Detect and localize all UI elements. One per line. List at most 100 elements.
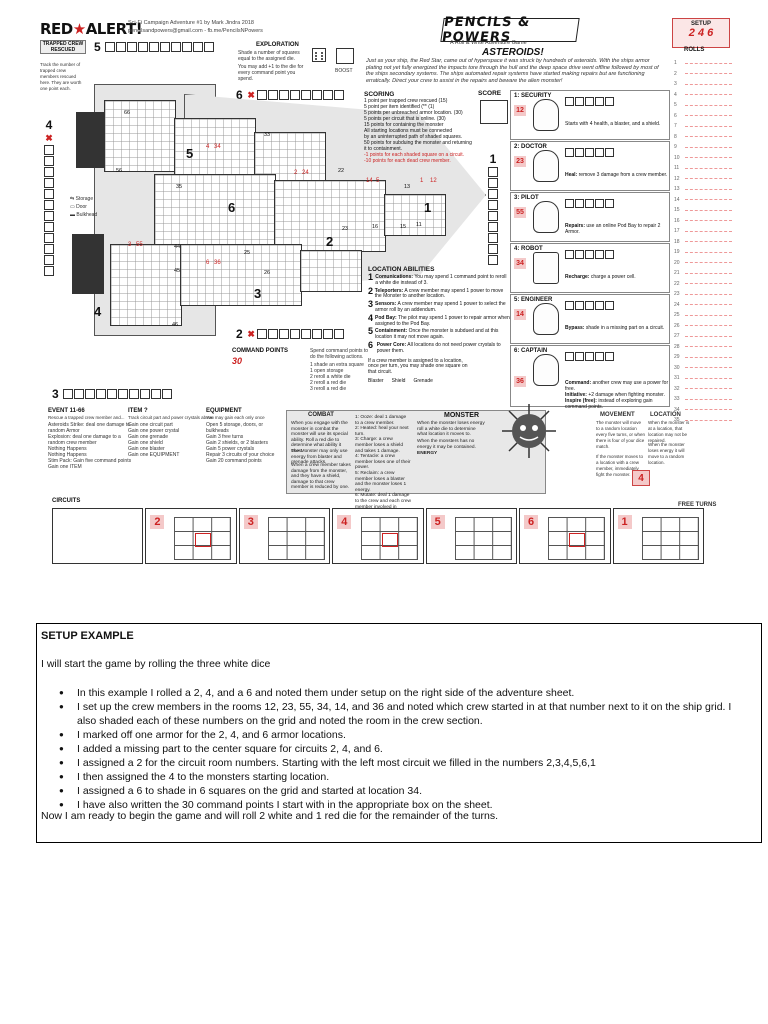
circuit[interactable]: 4	[332, 508, 424, 564]
roll-entry-line[interactable]	[685, 356, 732, 358]
roll-row[interactable]: 7	[674, 121, 732, 132]
roll-entry-line[interactable]	[685, 388, 732, 390]
roll-entry-line[interactable]	[685, 178, 732, 180]
roll-row[interactable]: 6	[674, 111, 732, 122]
roll-entry-line[interactable]	[685, 146, 732, 148]
room-block[interactable]	[110, 244, 182, 326]
roll-row[interactable]: 29	[674, 352, 732, 363]
roll-row[interactable]: 25	[674, 310, 732, 321]
roll-row[interactable]: 35	[674, 415, 732, 426]
roll-entry-line[interactable]	[685, 83, 732, 85]
roll-entry-line[interactable]	[685, 251, 732, 253]
roll-entry-line[interactable]	[685, 346, 732, 348]
health-track[interactable]	[565, 352, 614, 361]
crew-card-robot[interactable]: 4: ROBOT 34 Recharge: charge a power cel…	[510, 243, 670, 293]
circuit[interactable]: 1	[612, 508, 704, 564]
roll-entry-line[interactable]	[685, 199, 732, 201]
roll-row[interactable]: 9	[674, 142, 732, 153]
room-block[interactable]	[274, 180, 386, 252]
crew-card-engineer[interactable]: 5: ENGINEER 14 Bypass: shade in a missin…	[510, 294, 670, 344]
roll-row[interactable]: 1	[674, 58, 732, 69]
roll-entry-line[interactable]	[685, 262, 732, 264]
roll-row[interactable]: 21	[674, 268, 732, 279]
roll-entry-line[interactable]	[685, 304, 732, 306]
roll-entry-line[interactable]	[685, 283, 732, 285]
roll-entry-line[interactable]	[685, 188, 732, 190]
health-track[interactable]	[565, 199, 614, 208]
roll-row[interactable]: 11	[674, 163, 732, 174]
roll-entry-line[interactable]	[685, 409, 732, 411]
roll-entry-line[interactable]	[685, 314, 732, 316]
roll-row[interactable]: 16	[674, 216, 732, 227]
roll-row[interactable]: 17	[674, 226, 732, 237]
roll-entry-line[interactable]	[685, 104, 732, 106]
roll-row[interactable]: 28	[674, 342, 732, 353]
roll-entry-line[interactable]	[685, 125, 732, 127]
room-block[interactable]	[104, 100, 176, 172]
setup-box[interactable]: SETUP 2 4 6	[672, 18, 730, 48]
score-box[interactable]	[480, 100, 508, 124]
roll-row[interactable]: 31	[674, 373, 732, 384]
crew-card-doctor[interactable]: 2: DOCTOR 23 Heal: remove 3 damage from …	[510, 141, 670, 191]
room-block[interactable]	[300, 250, 362, 292]
roll-row[interactable]: 23	[674, 289, 732, 300]
circuit[interactable]: 3	[238, 508, 331, 564]
roll-row[interactable]: 34	[674, 405, 732, 416]
health-track[interactable]	[565, 148, 614, 157]
roll-row[interactable]: 15	[674, 205, 732, 216]
roll-entry-line[interactable]	[685, 272, 732, 274]
roll-entry-line[interactable]	[685, 73, 732, 75]
circuit[interactable]: 5	[425, 508, 518, 564]
roll-row[interactable]: 12	[674, 174, 732, 185]
roll-row[interactable]: 8	[674, 132, 732, 143]
roll-entry-line[interactable]	[685, 157, 732, 159]
roll-entry-line[interactable]	[685, 230, 732, 232]
roll-entry-line[interactable]	[685, 377, 732, 379]
roll-row[interactable]: 18	[674, 237, 732, 248]
roll-entry-line[interactable]	[685, 136, 732, 138]
roll-row[interactable]: 33	[674, 394, 732, 405]
health-track[interactable]	[565, 97, 614, 106]
room-block[interactable]	[154, 174, 276, 246]
ship-map[interactable]: 5 6 1 2 3 4 4 34 2 24 14 5 1 12 3 55 6 3…	[72, 54, 486, 384]
roll-row[interactable]: 14	[674, 195, 732, 206]
roll-entry-line[interactable]	[685, 398, 732, 400]
roll-row[interactable]: 27	[674, 331, 732, 342]
roll-row[interactable]: 19	[674, 247, 732, 258]
roll-row[interactable]: 10	[674, 153, 732, 164]
roll-row[interactable]: 32	[674, 384, 732, 395]
roll-row[interactable]: 24	[674, 300, 732, 311]
roll-entry-line[interactable]	[685, 241, 732, 243]
roll-entry-line[interactable]	[685, 62, 732, 64]
monster-location-box[interactable]: 4	[632, 470, 650, 486]
room-block[interactable]	[180, 244, 302, 306]
crew-card-pilot[interactable]: 3: PILOT 55 Repairs: use an online Pod B…	[510, 192, 670, 242]
roll-entry-line[interactable]	[685, 94, 732, 96]
roll-row[interactable]: 20	[674, 258, 732, 269]
roll-entry-line[interactable]	[685, 209, 732, 211]
roll-entry-line[interactable]	[685, 419, 732, 421]
roll-entry-line[interactable]	[685, 335, 732, 337]
roll-entry-line[interactable]	[685, 167, 732, 169]
roll-row[interactable]: 2	[674, 69, 732, 80]
roll-row[interactable]: 4	[674, 90, 732, 101]
roll-row[interactable]: 26	[674, 321, 732, 332]
circuit[interactable]: 6	[519, 508, 611, 564]
health-track[interactable]	[565, 250, 614, 259]
roll-entry-line[interactable]	[685, 220, 732, 222]
roll-entry-line[interactable]	[685, 115, 732, 117]
room-block[interactable]	[384, 194, 446, 236]
roll-row[interactable]: 5	[674, 100, 732, 111]
health-track[interactable]	[565, 301, 614, 310]
crew-card-captain[interactable]: 6: CAPTAIN 36 Command: another crew may …	[510, 345, 670, 410]
room-block[interactable]	[254, 132, 326, 182]
boost-box[interactable]	[336, 48, 354, 64]
roll-row[interactable]: 30	[674, 363, 732, 374]
roll-entry-line[interactable]	[685, 367, 732, 369]
roll-row[interactable]: 22	[674, 279, 732, 290]
room-block[interactable]	[174, 118, 256, 180]
circuit[interactable]: 2	[145, 508, 237, 564]
roll-row[interactable]: 13	[674, 184, 732, 195]
roll-row[interactable]: 3	[674, 79, 732, 90]
crew-card-security[interactable]: 1: SECURITY 12 Starts with 4 health, a b…	[510, 90, 670, 140]
